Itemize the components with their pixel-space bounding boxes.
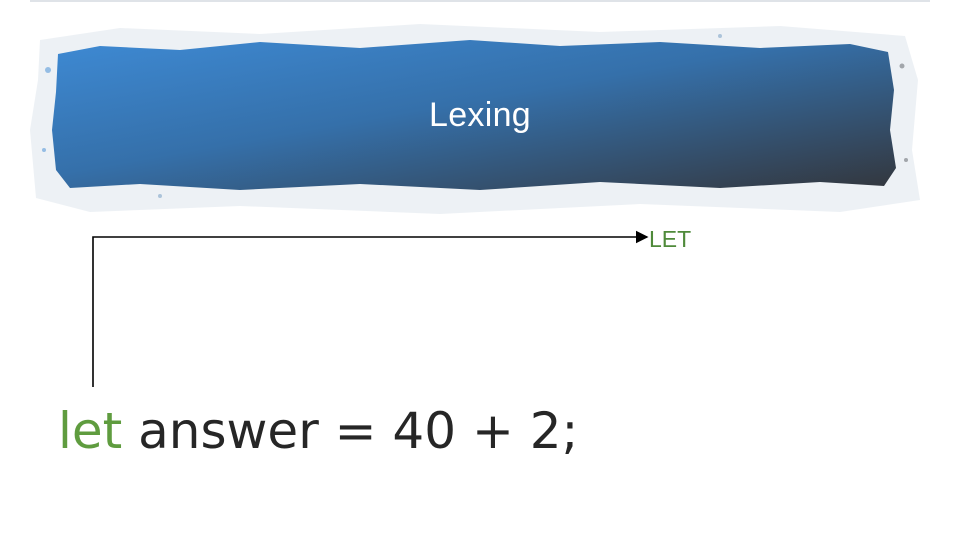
code-rest: answer = 40 + 2; [122, 402, 579, 460]
arrow-line [92, 230, 649, 387]
code-keyword: let [58, 402, 123, 460]
token-label: LET [649, 226, 692, 252]
title-banner [30, 24, 920, 214]
slide-title: Lexing [429, 96, 531, 134]
top-divider [30, 0, 930, 2]
code-line: let answer = 40 + 2; [58, 402, 578, 460]
